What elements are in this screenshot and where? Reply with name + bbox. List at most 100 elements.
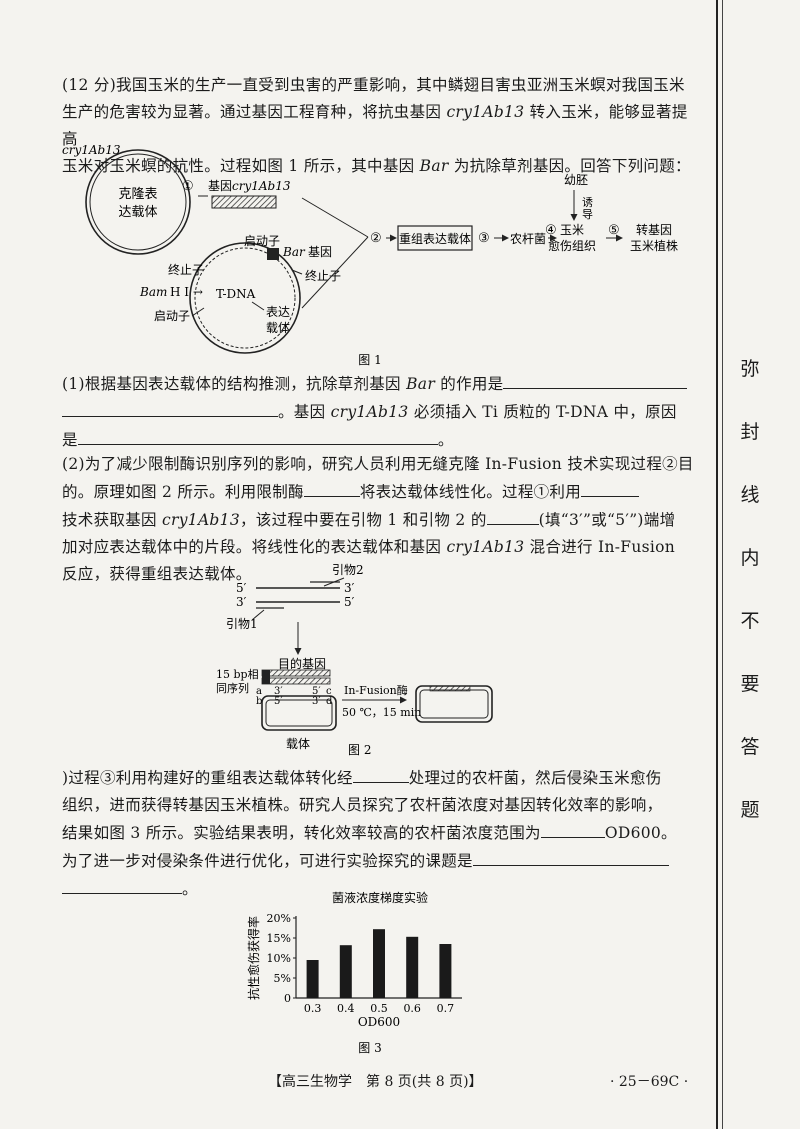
x-tick-label: 0.3	[304, 1002, 322, 1015]
q3-line-3: 结果如图 3 所示。实验结果表明，转化效率较高的农杆菌浓度范围为	[62, 824, 541, 842]
answer-blank[interactable]	[581, 478, 640, 497]
seal-char: 线	[740, 484, 760, 506]
linear-vector-inner	[265, 699, 333, 727]
expression-vector-plasmid	[189, 242, 301, 354]
answer-blank[interactable]	[352, 764, 409, 783]
bar-od-0.5	[373, 929, 385, 998]
recombinant-vector-box	[397, 225, 473, 251]
q2-line-2-end: 将表达载体线性化。过程①利用	[359, 483, 582, 501]
figure-1-diagram: cry1Ab13 克隆表 达载体 ① 基因 cry1Ab13 启动子 Bar 基…	[62, 143, 678, 367]
seal-char: 题	[740, 799, 760, 821]
bar-od-0.3	[306, 960, 319, 998]
answer-blank[interactable]	[503, 370, 688, 389]
merge-line-top	[301, 197, 369, 238]
bamhi-label-suffix: H I →	[170, 285, 203, 299]
chart-bars	[306, 929, 452, 998]
gene-3prime-left: 3′	[274, 686, 283, 697]
primer-1-arrow	[251, 609, 265, 621]
answer-blank[interactable]	[62, 875, 182, 894]
bar-gene-block	[267, 248, 279, 260]
q2-line-4-end: 混合进行 In-Fusion	[524, 538, 676, 556]
transgenic-plant-l1: 转基因	[636, 222, 672, 237]
x-tick-label: 0.6	[403, 1002, 421, 1015]
recombinant-vector	[415, 685, 493, 723]
answer-blank[interactable]	[486, 506, 539, 525]
terminator-right-label: 终止子	[305, 268, 341, 283]
embryo-label: 幼胚	[564, 173, 588, 187]
intro-line-3: 玉米对玉米螟的抗性。过程如图 1 所示，其中基因	[62, 157, 420, 175]
strand-top-5prime: 5′	[236, 581, 247, 595]
label-d: d	[326, 696, 333, 707]
y-tick-label: 15%	[267, 932, 291, 945]
q2-line-2: 的。原理如图 2 所示。利用限制酶	[62, 483, 304, 501]
intro-line-1: (12 分)我国玉米的生产一直受到虫害的严重影响，其中鳞翅目害虫亚洲玉米螟对我国…	[62, 76, 685, 94]
tdna-label: T-DNA	[216, 287, 256, 301]
answer-blank[interactable]	[303, 478, 360, 497]
target-gene-label: 目的基因	[278, 656, 326, 671]
intro-line-2: 生产的危害较为显著。通过基因工程育种，将抗虫基因	[62, 103, 447, 121]
promoter-top-label: 启动子	[244, 234, 280, 248]
seal-char: 要	[740, 673, 760, 695]
promoter-bottom-pointer	[191, 307, 205, 317]
q2-line-5: 反应，获得重组表达载体。	[62, 565, 252, 583]
bar-gene-label: Bar	[282, 245, 306, 259]
q3-line-5: 。	[182, 880, 198, 898]
expression-vector-l2: 载体	[266, 321, 290, 335]
answer-blank[interactable]	[77, 426, 438, 445]
corn-callus-l1: 玉米	[560, 223, 584, 237]
y-tick-label: 20%	[267, 912, 291, 925]
q1-text: 的作用是	[435, 375, 504, 393]
intro-line-3-end: 为抗除草剂基因。回答下列问题：	[448, 157, 691, 175]
bar-od-0.7	[439, 944, 452, 998]
answer-blank[interactable]	[62, 398, 278, 417]
merge-line-bottom	[301, 236, 369, 309]
cloning-vector-plasmid	[85, 149, 191, 255]
expression-vector-l1: 表达	[266, 305, 290, 319]
gene-fragment	[211, 195, 277, 209]
bar-od-0.6	[406, 936, 419, 998]
step-2-label: ②	[370, 231, 382, 246]
chart-ylabel: 抗性愈伤获得率	[246, 916, 261, 1000]
q1-text: 。	[437, 431, 454, 449]
bar-od-0.4	[339, 945, 352, 998]
enzyme-label: In-Fusion酶	[344, 684, 408, 697]
seal-line-notice: 弥 封 线 内 不 要 答 题	[738, 360, 762, 864]
seal-char: 弥	[740, 358, 760, 380]
homology-seq-left	[262, 670, 270, 684]
corn-callus-l2: 愈伤组织	[548, 238, 596, 253]
figure-1-caption: 图 1	[358, 353, 381, 367]
figure-2-caption: 图 2	[348, 743, 371, 757]
recombinant-vector-label: 重组表达载体	[399, 232, 471, 246]
question-1: (1)根据基因表达载体的结构推测，抗除草剂基因 Bar 的作用是 。基因 cry…	[62, 370, 702, 454]
answer-blank[interactable]	[540, 819, 605, 838]
target-gene-bottom	[261, 677, 331, 685]
strand-top-3prime: 3′	[344, 581, 355, 595]
question-3: )过程③利用构建好的重组表达载体转化经 处理过的农杆菌，然后侵染玉米愈伤 组织，进…	[62, 764, 702, 903]
q3-line-1: )过程③利用构建好的重组表达载体转化经	[62, 769, 353, 787]
terminator-left-label: 终止子	[168, 262, 204, 277]
inserted-gene	[429, 685, 471, 692]
gene-name: Bar	[406, 375, 436, 393]
page-footer: 【高三生物学 第 8 页(共 8 页)】	[268, 1074, 483, 1090]
seal-char: 封	[740, 421, 760, 443]
q3-line-4: 为了进一步对侵染条件进行优化，可进行实验探究的课题是	[62, 852, 473, 870]
question-2: (2)为了减少限制酶识别序列的影响，研究人员利用无缝克隆 In-Fusion 技…	[62, 451, 702, 588]
q2-line-4: 加对应表达载体中的片段。将线性化的表达载体和基因	[62, 538, 447, 556]
x-tick-label: 0.4	[337, 1002, 355, 1015]
induce-l2: 导	[582, 208, 593, 221]
answer-blank[interactable]	[472, 847, 669, 866]
q1-text: 必须插入 Ti 质粒的 T-DNA 中，原因	[408, 403, 677, 421]
q3-line-2: 组织，进而获得转基因玉米植株。研究人员探究了农杆菌浓度对基因转化效率的影响，	[62, 796, 663, 814]
gene-name: cry1Ab13	[330, 403, 409, 421]
bar-gene-label-suffix: 基因	[308, 245, 332, 259]
agrobacterium-label: 农杆菌	[510, 232, 546, 246]
primer-1-label: 引物1	[226, 617, 258, 631]
fig1-gene-top-label: cry1Ab13	[62, 143, 121, 157]
q3-line-1-end: 处理过的农杆菌，然后侵染玉米愈伤	[408, 769, 662, 787]
q2-line-3: 技术获取基因	[62, 511, 163, 529]
promoter-bottom-label: 启动子	[154, 309, 190, 323]
chart-title: 菌液浓度梯度实验	[332, 890, 428, 905]
seal-char: 答	[740, 736, 760, 758]
